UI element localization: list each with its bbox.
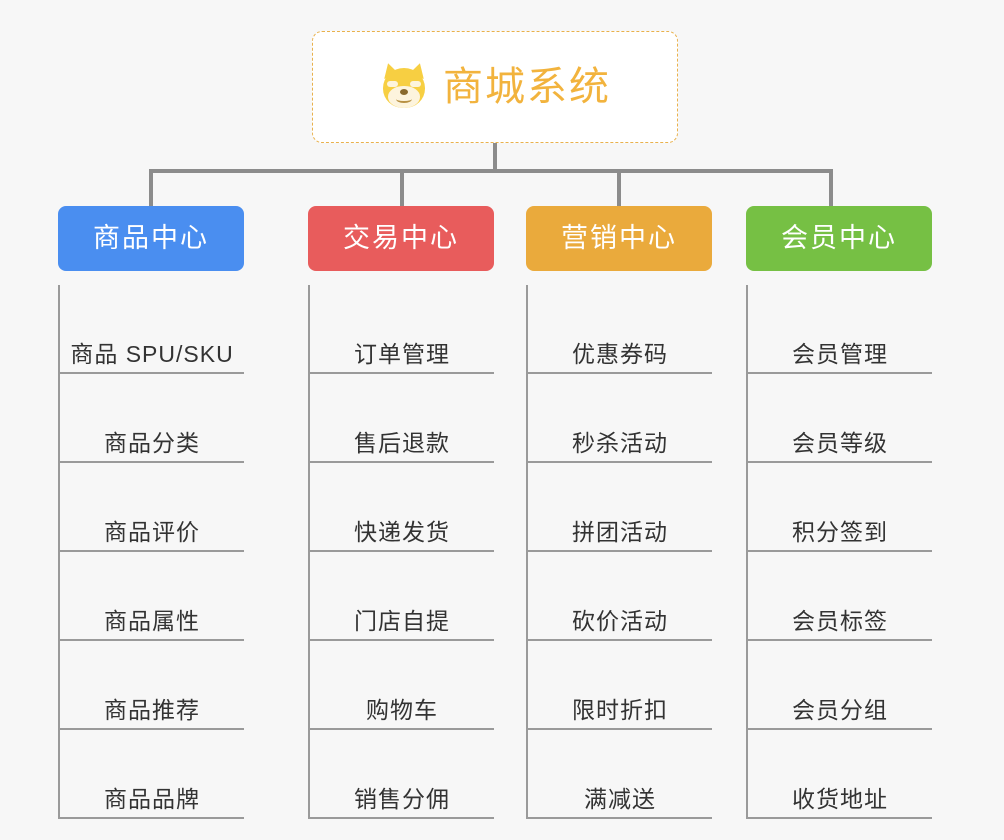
leaf-item[interactable]: 收货地址 (748, 730, 932, 819)
connector-drop-trade-center (400, 169, 404, 206)
category-box-member-center[interactable]: 会员中心 (746, 206, 932, 271)
leaf-list-marketing-center: 优惠券码 秒杀活动 拼团活动 砍价活动 限时折扣 满减送 (526, 285, 712, 819)
category-label: 商品中心 (93, 223, 209, 253)
leaf-item[interactable]: 会员等级 (748, 374, 932, 463)
leaf-item[interactable]: 商品评价 (60, 463, 244, 552)
leaf-item[interactable]: 限时折扣 (528, 641, 712, 730)
connector-drop-member-center (829, 169, 833, 206)
leaf-item[interactable]: 商品 SPU/SKU (60, 285, 244, 374)
leaf-item[interactable]: 商品品牌 (60, 730, 244, 819)
leaf-list-member-center: 会员管理 会员等级 积分签到 会员标签 会员分组 收货地址 (746, 285, 932, 819)
leaf-item[interactable]: 商品推荐 (60, 641, 244, 730)
category-box-product-center[interactable]: 商品中心 (58, 206, 244, 271)
leaf-item[interactable]: 砍价活动 (528, 552, 712, 641)
category-label: 营销中心 (561, 223, 677, 253)
leaf-item[interactable]: 商品分类 (60, 374, 244, 463)
connector-root-stem (493, 143, 497, 171)
column-marketing-center: 营销中心 优惠券码 秒杀活动 拼团活动 砍价活动 限时折扣 满减送 (526, 206, 712, 819)
leaf-item[interactable]: 售后退款 (310, 374, 494, 463)
leaf-item[interactable]: 商品属性 (60, 552, 244, 641)
column-trade-center: 交易中心 订单管理 售后退款 快递发货 门店自提 购物车 销售分佣 (308, 206, 494, 819)
leaf-item[interactable]: 销售分佣 (310, 730, 494, 819)
column-member-center: 会员中心 会员管理 会员等级 积分签到 会员标签 会员分组 收货地址 (746, 206, 932, 819)
dog-face-icon (379, 61, 429, 112)
leaf-item[interactable]: 秒杀活动 (528, 374, 712, 463)
leaf-item[interactable]: 拼团活动 (528, 463, 712, 552)
column-product-center: 商品中心 商品 SPU/SKU 商品分类 商品评价 商品属性 商品推荐 商品品牌 (58, 206, 244, 819)
category-box-marketing-center[interactable]: 营销中心 (526, 206, 712, 271)
category-label: 会员中心 (781, 223, 897, 253)
root-title: 商城系统 (443, 65, 611, 109)
leaf-item[interactable]: 快递发货 (310, 463, 494, 552)
leaf-item[interactable]: 门店自提 (310, 552, 494, 641)
connector-drop-product-center (149, 169, 153, 206)
connector-drop-marketing-center (617, 169, 621, 206)
connector-horizontal-bus (149, 169, 833, 173)
leaf-item[interactable]: 订单管理 (310, 285, 494, 374)
category-box-trade-center[interactable]: 交易中心 (308, 206, 494, 271)
leaf-item[interactable]: 会员管理 (748, 285, 932, 374)
leaf-list-product-center: 商品 SPU/SKU 商品分类 商品评价 商品属性 商品推荐 商品品牌 (58, 285, 244, 819)
category-label: 交易中心 (343, 223, 459, 253)
leaf-item[interactable]: 会员标签 (748, 552, 932, 641)
leaf-item[interactable]: 满减送 (528, 730, 712, 819)
leaf-item[interactable]: 会员分组 (748, 641, 932, 730)
leaf-item[interactable]: 积分签到 (748, 463, 932, 552)
root-node-shop-system[interactable]: 商城系统 (312, 31, 678, 143)
leaf-item[interactable]: 优惠券码 (528, 285, 712, 374)
leaf-item[interactable]: 购物车 (310, 641, 494, 730)
leaf-list-trade-center: 订单管理 售后退款 快递发货 门店自提 购物车 销售分佣 (308, 285, 494, 819)
